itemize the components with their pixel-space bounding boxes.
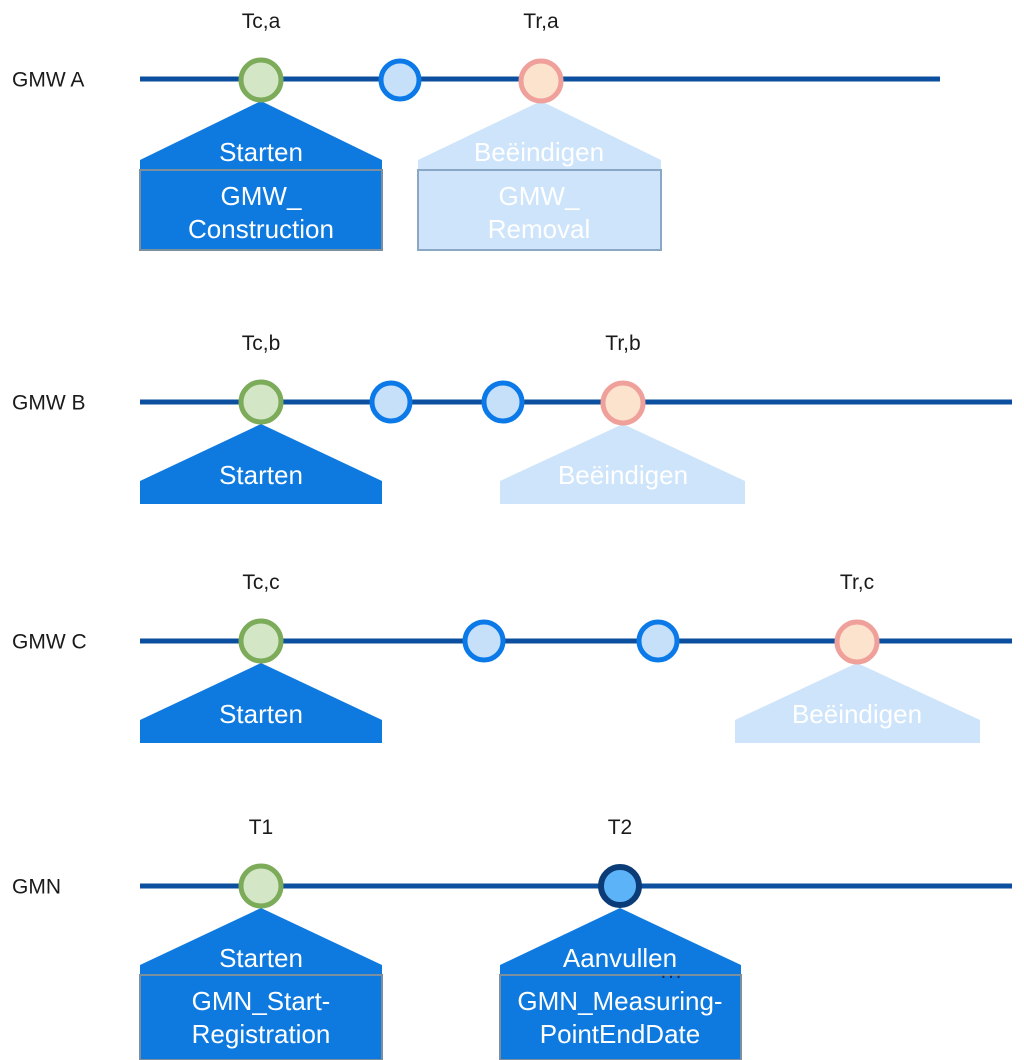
row-label-gmw-c: GMW C [12, 631, 87, 654]
event-tc-c[interactable]: Tc,c [238, 571, 284, 664]
event-tr-a[interactable]: Tr,a [518, 10, 564, 104]
flag-title-gmn-start: Starten [219, 943, 303, 973]
row-gmw-a: Beëindigen GMW_ Removal Starten GMW_ Con… [12, 10, 940, 251]
flag-gmw-b-end[interactable]: Beëindigen [500, 424, 745, 504]
event-mid-a-1[interactable] [378, 58, 422, 102]
event-marker-green-icon[interactable] [238, 57, 284, 103]
event-label-tr-c: Tr,c [840, 571, 874, 594]
event-tc-b[interactable]: Tc,b [238, 332, 284, 425]
event-mid-c-1[interactable] [462, 619, 506, 663]
flag-title-gmw-c-start: Starten [219, 699, 303, 729]
flag-gmn-end[interactable]: Aanvullen ... GMN_Measuring- PointEndDat… [499, 908, 742, 1060]
event-t2[interactable]: T2 [598, 816, 642, 908]
event-label-t1: T1 [249, 816, 274, 839]
event-marker-salmon-icon[interactable] [518, 58, 564, 104]
row-label-gmw-b: GMW B [12, 392, 86, 415]
event-label-tc-a: Tc,a [242, 10, 281, 33]
flag-title-gmn-end: Aanvullen [563, 943, 677, 973]
flag-gmw-a-start[interactable]: Starten GMW_ Construction [139, 101, 383, 251]
row-label-gmw-a: GMW A [12, 69, 84, 92]
event-marker-blue-icon[interactable] [481, 380, 525, 424]
event-label-tc-c: Tc,c [242, 571, 279, 594]
flag-body-line-1-gmn-end: GMN_Measuring- [517, 986, 722, 1016]
event-marker-salmon-icon[interactable] [600, 380, 646, 426]
flag-body-line-1-gmw-a-end: GMW_ [499, 181, 580, 211]
event-tr-b[interactable]: Tr,b [600, 332, 646, 426]
flag-body-line-1-gmn-start: GMN_Start- [192, 986, 331, 1016]
event-marker-green-icon[interactable] [238, 863, 284, 909]
event-marker-green-icon[interactable] [238, 618, 284, 664]
event-mid-c-2[interactable] [636, 619, 680, 663]
flag-title-gmw-c-end: Beëindigen [792, 699, 922, 729]
flag-gmn-start[interactable]: Starten GMN_Start- Registration [139, 908, 383, 1060]
flag-title-gmw-a-start: Starten [219, 137, 303, 167]
flag-gmw-b-start[interactable]: Starten [140, 424, 382, 504]
row-gmn: Aanvullen ... GMN_Measuring- PointEndDat… [12, 816, 1012, 1060]
event-label-tc-b: Tc,b [242, 332, 281, 355]
event-marker-blue-icon[interactable] [378, 58, 422, 102]
event-label-tr-a: Tr,a [523, 10, 559, 33]
row-gmw-c: Beëindigen Starten GMW C Tc,c Tr,c [12, 571, 1012, 743]
row-gmw-b: Beëindigen Starten GMW B Tc,b Tr,b [12, 332, 1012, 504]
flag-body-line-2-gmw-a-start: Construction [188, 214, 334, 244]
flag-ellipsis-gmn-end: ... [661, 961, 684, 983]
event-label-t2: T2 [608, 816, 633, 839]
flag-title-gmw-b-end: Beëindigen [558, 460, 688, 490]
flag-gmw-c-start[interactable]: Starten [140, 663, 382, 743]
event-label-tr-b: Tr,b [605, 332, 640, 355]
flag-gmw-c-end[interactable]: Beëindigen [735, 663, 980, 743]
event-tr-c[interactable]: Tr,c [834, 571, 880, 665]
event-marker-navy-icon[interactable] [598, 864, 642, 908]
event-marker-blue-icon[interactable] [462, 619, 506, 663]
flag-title-gmw-b-start: Starten [219, 460, 303, 490]
event-marker-blue-icon[interactable] [369, 380, 413, 424]
event-mid-b-1[interactable] [369, 380, 413, 424]
event-t1[interactable]: T1 [238, 816, 284, 909]
flag-body-line-2-gmw-a-end: Removal [488, 214, 591, 244]
event-tc-a[interactable]: Tc,a [238, 10, 284, 103]
row-label-gmn: GMN [12, 876, 61, 899]
event-marker-blue-icon[interactable] [636, 619, 680, 663]
event-marker-green-icon[interactable] [238, 379, 284, 425]
event-mid-b-2[interactable] [481, 380, 525, 424]
flag-title-gmw-a-end: Beëindigen [474, 137, 604, 167]
flag-body-line-2-gmn-start: Registration [192, 1019, 331, 1049]
event-marker-salmon-icon[interactable] [834, 619, 880, 665]
flag-body-line-2-gmn-end: PointEndDate [540, 1019, 700, 1049]
flag-gmw-a-end[interactable]: Beëindigen GMW_ Removal [417, 101, 662, 251]
flag-body-line-1-gmw-a-start: GMW_ [221, 181, 302, 211]
